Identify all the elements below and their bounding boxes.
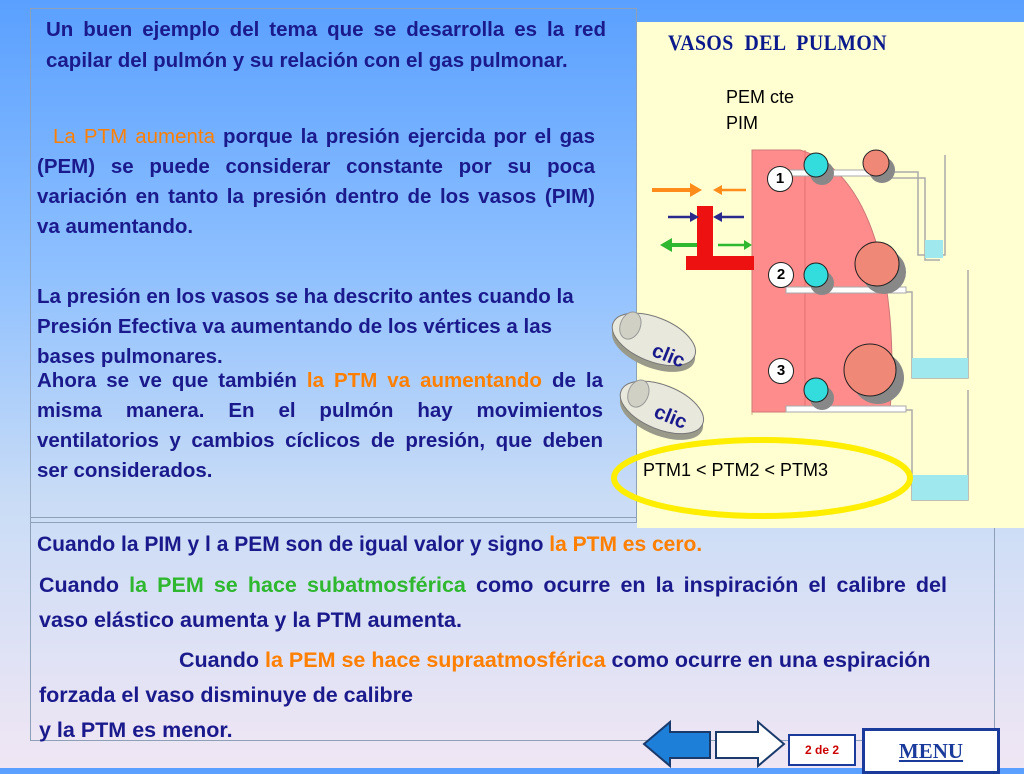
top-text-panel xyxy=(30,8,637,523)
mouse-icon xyxy=(619,379,705,440)
vessel-number-3: 3 xyxy=(768,358,794,384)
ahora-part2: de la misma manera. En el pulmón hay mov… xyxy=(37,369,603,482)
espir-highlight: la PEM se hace supraatmosférica xyxy=(265,648,606,672)
espir-part2: como ocurre en una espiración forzada el… xyxy=(39,648,931,707)
pem-cte-label: PEM cte xyxy=(726,87,795,107)
ahora-paragraph: Ahora se ve que también la PTM va aument… xyxy=(37,366,603,486)
espir-part1: Cuando xyxy=(179,648,265,672)
menu-button[interactable]: MENU xyxy=(862,728,1000,774)
vessel-number-2: 2 xyxy=(768,262,794,288)
vessel-number-1: 1 xyxy=(767,166,793,192)
expiration-paragraph: Cuando la PEM se hace supraatmosférica c… xyxy=(39,643,979,748)
ptm-paragraph-rest: porque la presión ejercida por el gas (P… xyxy=(37,125,595,238)
inspir-part1: Cuando xyxy=(39,573,130,597)
back-arrow-icon[interactable] xyxy=(640,720,712,768)
espir-part3: y la PTM es menor. xyxy=(39,718,233,742)
clic-button-2[interactable]: clic xyxy=(612,374,714,446)
clic-button-1[interactable]: clic xyxy=(604,306,706,378)
pim-label: PIM xyxy=(726,113,759,133)
page-counter: 2 de 2 xyxy=(788,734,856,766)
ahora-highlight: la PTM va aumentando xyxy=(306,369,542,392)
ptm-aumenta-highlight: La PTM aumenta xyxy=(53,125,215,148)
vessels-paragraph: La presión en los vasos se ha descrito a… xyxy=(37,285,574,368)
inspir-part2: como ocurre en la inspiración el calibre… xyxy=(39,573,947,632)
diagram-title: VASOS DEL PULMON xyxy=(668,30,887,55)
ahora-part1: Ahora se ve que también xyxy=(37,369,307,392)
inspir-highlight: la PEM se hace subatmosférica xyxy=(129,573,466,597)
ptm-comparison: PTM1 < PTM2 < PTM3 xyxy=(643,460,829,480)
intro-paragraph: Un buen ejemplo del tema que se desarrol… xyxy=(46,18,606,72)
equal-part1: Cuando la PIM y l a PEM son de igual val… xyxy=(37,533,550,556)
pem-pim-label: PEM cte PIM xyxy=(726,84,794,136)
inspiration-paragraph: Cuando la PEM se hace subatmosférica com… xyxy=(39,568,947,638)
forward-arrow-icon[interactable] xyxy=(712,720,788,768)
bottom-text-panel xyxy=(30,517,995,741)
mouse-icon xyxy=(611,311,697,372)
equal-highlight: la PTM es cero. xyxy=(549,533,703,556)
equal-value-line: Cuando la PIM y l a PEM son de igual val… xyxy=(37,530,997,560)
lung-vessels-diagram xyxy=(637,22,1024,528)
ptm-paragraph: La PTM aumenta porque la presión ejercid… xyxy=(37,122,595,242)
